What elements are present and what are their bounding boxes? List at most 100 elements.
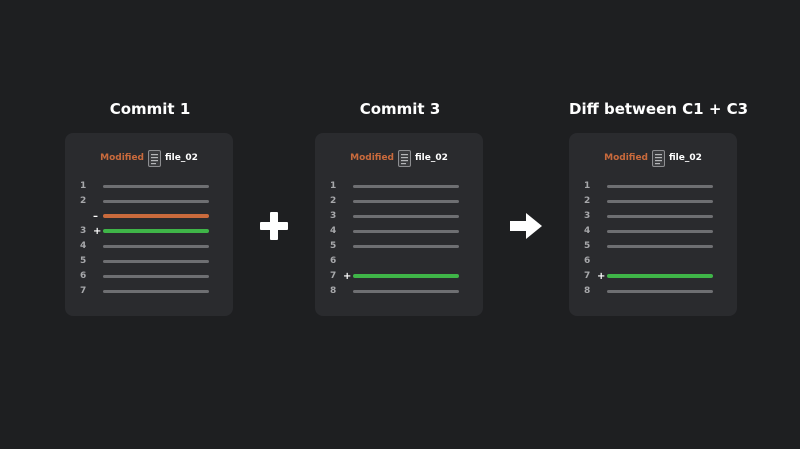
line-bar-context [103,245,209,248]
diff-line-context: 7 [65,284,233,299]
diff-line-context: 8 [569,284,737,299]
line-bar-context [607,185,713,188]
diff-line-context: 1 [569,179,737,194]
line-bar-context [353,200,459,203]
line-bar-context [607,245,713,248]
line-number: 1 [80,181,87,191]
diff-line-empty: 6 [569,254,737,269]
line-number: 8 [330,286,337,296]
line-number: 6 [584,256,591,266]
diff-line-context: 1 [65,179,233,194]
diff-line-context: 6 [65,269,233,284]
file-header: Modified file_02 [65,148,233,168]
diff-line-context: 1 [315,179,483,194]
panel-title: Commit 3 [359,100,441,118]
line-number: 8 [584,286,591,296]
line-number: 5 [584,241,591,251]
line-bar-context [103,290,209,293]
line-number [80,209,90,224]
arrow-right-icon [510,213,542,239]
line-bar-context [607,215,713,218]
panel-title: Diff between C1 + C3 [569,100,749,118]
panel-title: Commit 1 [109,100,191,118]
plus-icon [260,212,288,240]
line-bar-context [353,230,459,233]
line-bar-context [607,200,713,203]
diff-line-context: 8 [315,284,483,299]
diff-line-removed: – [65,209,233,224]
line-bar-context [353,290,459,293]
diff-line-context: 4 [315,224,483,239]
diff-line-context: 4 [569,224,737,239]
line-bar-context [353,185,459,188]
status-label: Modified [604,153,648,163]
line-marker: + [93,226,102,237]
line-number: 7 [584,271,591,281]
diff-line-added: 3+ [65,224,233,239]
line-bar-context [103,200,209,203]
line-bar-added [353,274,459,278]
line-number: 1 [584,181,591,191]
diff-line-context: 5 [65,254,233,269]
line-number: 2 [584,196,591,206]
diff-line-context: 3 [569,209,737,224]
diff-line-context: 4 [65,239,233,254]
line-bar-added [607,274,713,278]
line-bar-context [353,215,459,218]
line-bar-context [607,290,713,293]
line-marker: + [597,271,606,282]
line-number: 2 [80,196,87,206]
line-number: 7 [80,286,87,296]
line-number: 6 [330,256,337,266]
file-name: file_02 [669,153,702,163]
line-number: 3 [80,226,87,236]
diff-line-context: 5 [569,239,737,254]
line-number: 1 [330,181,337,191]
line-marker: + [343,271,352,282]
file-header: Modified file_02 [569,148,737,168]
line-marker: – [93,211,98,222]
file-name: file_02 [165,153,198,163]
line-number: 7 [330,271,337,281]
line-number: 4 [584,226,591,236]
file-header: Modified file_02 [315,148,483,168]
line-number: 3 [584,211,591,221]
diff-line-added: 7+ [315,269,483,284]
line-bar-context [103,185,209,188]
file-icon [398,149,411,167]
diff-line-context: 2 [65,194,233,209]
file-name: file_02 [415,153,448,163]
file-icon [148,149,161,167]
status-label: Modified [100,153,144,163]
diff-line-context: 2 [569,194,737,209]
file-icon [652,149,665,167]
line-bar-context [353,245,459,248]
line-number: 5 [330,241,337,251]
line-bar-added [103,229,209,233]
line-number: 3 [330,211,337,221]
diff-line-context: 3 [315,209,483,224]
line-bar-context [607,230,713,233]
panel-diff: Diff between C1 + C3 Modified file_02 1 2… [569,98,749,316]
diff-line-empty: 6 [315,254,483,269]
line-number: 5 [80,256,87,266]
line-number: 2 [330,196,337,206]
line-number: 4 [330,226,337,236]
line-bar-removed [103,214,209,218]
status-label: Modified [350,153,394,163]
diff-line-context: 2 [315,194,483,209]
line-bar-context [103,275,209,278]
line-number: 6 [80,271,87,281]
diff-line-context: 5 [315,239,483,254]
line-bar-context [103,260,209,263]
diff-line-added: 7+ [569,269,737,284]
line-number: 4 [80,241,87,251]
